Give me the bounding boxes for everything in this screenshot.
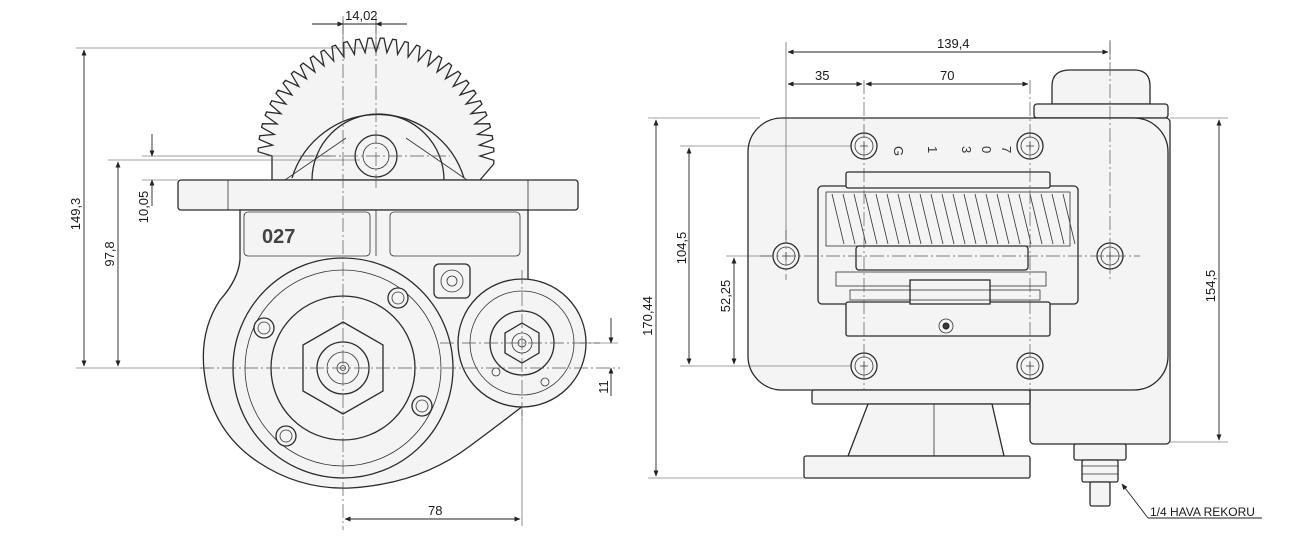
gear-mark: 0 (979, 146, 994, 153)
svg-text:11: 11 (596, 380, 611, 394)
dim-flange-offset: 10,05 (136, 134, 330, 223)
svg-text:170,44: 170,44 (640, 296, 655, 336)
gear-mark: 1 (925, 146, 940, 153)
dim-hole-pattern-height: 104,5 (674, 145, 852, 367)
gear-marks: G 1 3 0 7 (891, 146, 1014, 156)
dim-overall-height-left: 149,3 (68, 47, 380, 369)
fitting-callout: 1/4 HAVA REKORU (1121, 483, 1262, 519)
base (803, 389, 1031, 479)
svg-text:35: 35 (815, 68, 829, 83)
svg-text:78: 78 (428, 503, 442, 518)
svg-text:10,05: 10,05 (136, 191, 151, 224)
gear-mark: 3 (959, 146, 974, 153)
dim-top-offset: 14,02 (312, 8, 407, 48)
air-fitting (1073, 443, 1127, 507)
part-stamp: 027 (262, 226, 295, 248)
svg-text:154,5: 154,5 (1203, 270, 1218, 303)
svg-text:104,5: 104,5 (674, 232, 689, 265)
svg-text:14,02: 14,02 (345, 8, 378, 23)
dim-overall-width: 139,4 (785, 36, 1111, 240)
left-view: 027 (68, 8, 620, 530)
top-cap (1033, 69, 1169, 119)
gear-mark: G (891, 146, 906, 156)
svg-text:70: 70 (940, 68, 954, 83)
dim-hole-half-height: 52,25 (718, 255, 772, 365)
dim-housing-height: 154,5 (1170, 117, 1228, 443)
svg-text:149,3: 149,3 (68, 198, 83, 231)
right-view: G 1 3 0 7 (640, 36, 1262, 519)
helical-gear-teeth (831, 193, 1076, 245)
svg-text:97,8: 97,8 (102, 241, 117, 266)
gearbox-window (817, 171, 1079, 337)
dim-overall-height-right: 170,44 (640, 117, 804, 479)
fitting-callout-label: 1/4 HAVA REKORU (1150, 505, 1255, 519)
gear-hub-arc (311, 113, 445, 181)
dim-center-height: 97,8 (102, 159, 360, 367)
svg-text:52,25: 52,25 (718, 280, 733, 313)
gear-mark: 7 (999, 146, 1014, 153)
svg-text:139,4: 139,4 (937, 36, 970, 51)
dim-hole-spacing-top: 35 70 (787, 68, 1029, 87)
mounting-flange (177, 179, 579, 211)
dim-pump-center-distance: 78 (344, 410, 523, 526)
dim-pump-offset: 11 (580, 318, 618, 396)
logo-badge (433, 263, 471, 299)
